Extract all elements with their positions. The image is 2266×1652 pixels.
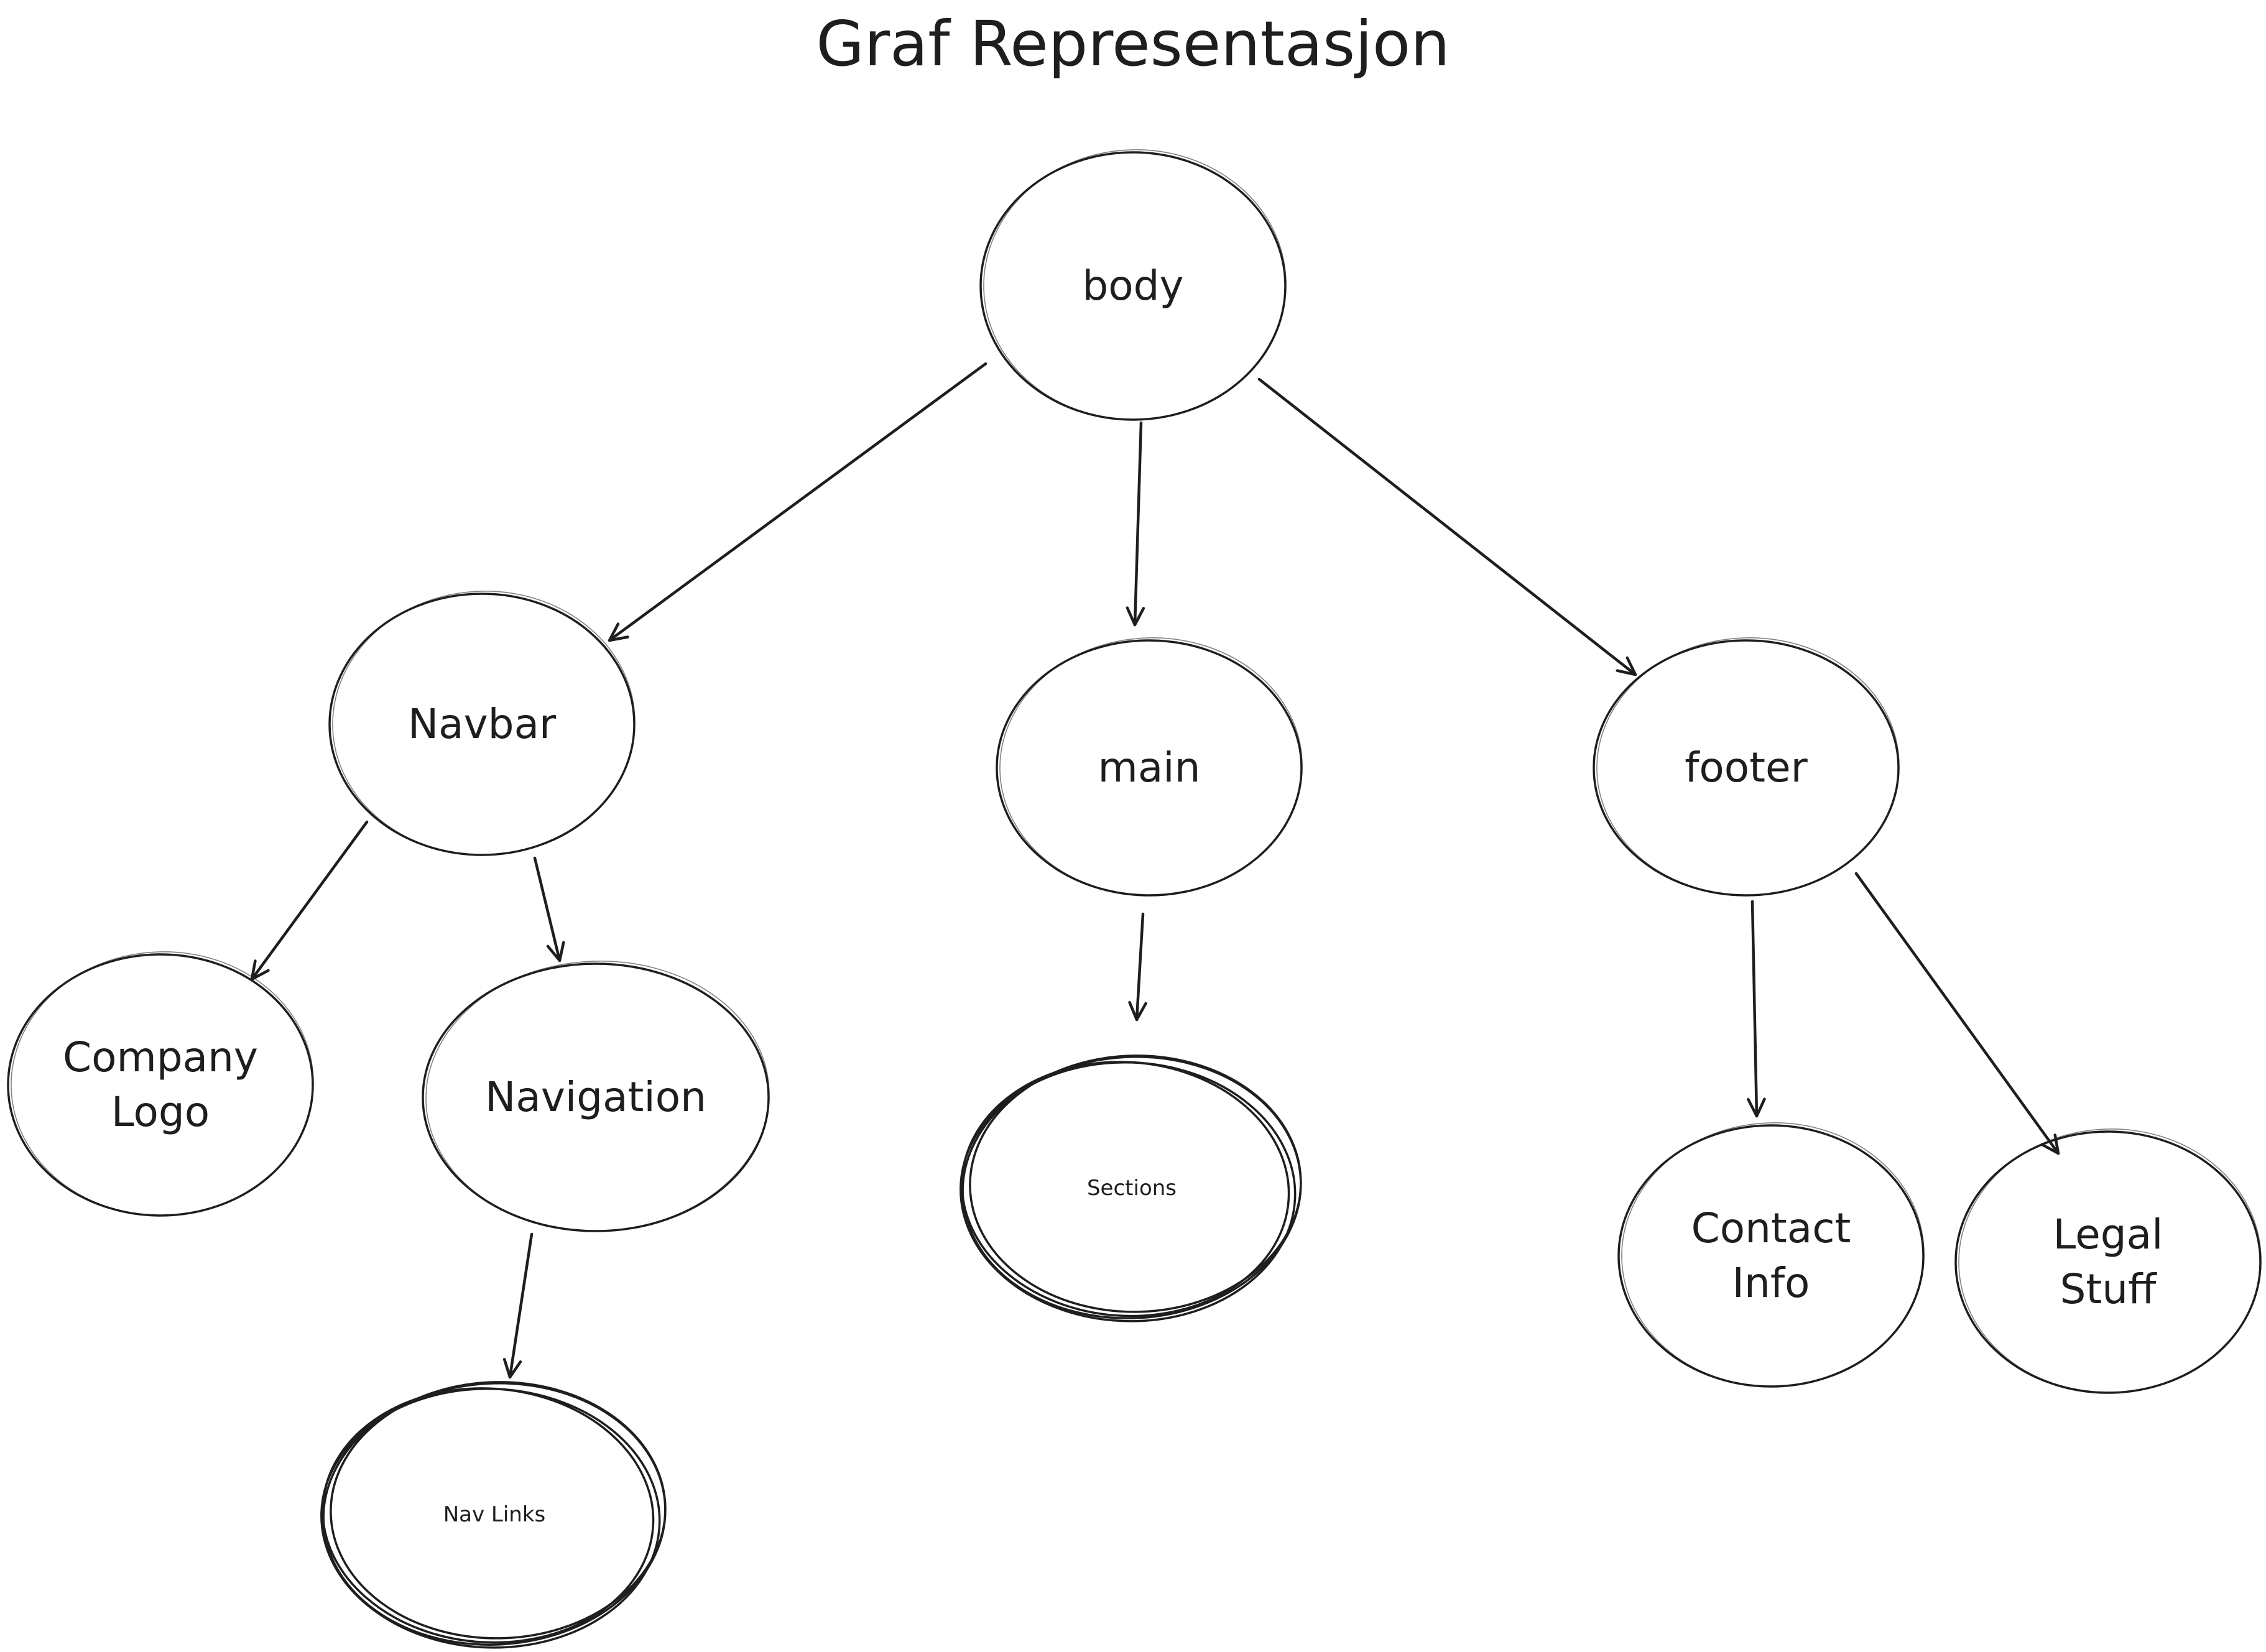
node-label: Info (1732, 1259, 1810, 1307)
arrowhead (1126, 606, 1145, 627)
edge-navbar-to-company-logo (250, 820, 369, 981)
node-footer: footer (1593, 637, 1900, 897)
node-body: body (979, 149, 1287, 421)
edge-line (1257, 377, 1637, 676)
edge-body-to-navbar (608, 362, 987, 642)
edge-line (1750, 900, 1759, 1118)
edge-line (1135, 912, 1145, 1022)
arrowhead (546, 941, 565, 962)
node-outline (330, 1381, 667, 1640)
edge-line (508, 1232, 534, 1379)
node-label: body (1082, 262, 1183, 310)
node-main: main (996, 637, 1303, 897)
edge-footer-to-contact-info (1747, 900, 1766, 1118)
node-label: Navbar (408, 700, 557, 748)
arrowhead (1616, 656, 1637, 676)
node-outline-sketch (11, 951, 314, 1216)
node-navigation: Navigation (422, 961, 770, 1232)
arrowhead (1128, 1001, 1147, 1022)
edge-main-to-sections (1128, 912, 1147, 1022)
node-sections: Sections (960, 1054, 1302, 1322)
node-outline (321, 1387, 655, 1644)
node-label: Nav Links (443, 1502, 546, 1527)
node-outline-sketch (1596, 637, 1900, 896)
node-label: Company (63, 1033, 258, 1081)
edge-line (533, 856, 562, 962)
edge-navbar-to-navigation (533, 856, 565, 962)
node-outline-sketch (1958, 1128, 2262, 1393)
node-label: main (1098, 744, 1201, 791)
node-navbar: Navbar (328, 591, 636, 856)
node-label: Stuff (2060, 1265, 2157, 1313)
node-outline (969, 1054, 1302, 1313)
node-nav-links: Nav Links (320, 1381, 667, 1649)
node-outline-sketch (999, 637, 1303, 896)
edge-line (608, 362, 987, 642)
node-outline-sketch (332, 591, 636, 856)
node-label: Logo (111, 1088, 210, 1136)
node-outline-sketch (425, 961, 770, 1232)
node-label: Contact (1691, 1204, 1851, 1252)
node-label: footer (1685, 744, 1808, 791)
edge-line (250, 820, 369, 981)
edge-body-to-main (1126, 421, 1145, 627)
edge-footer-to-legal-stuff (1854, 872, 2060, 1155)
node-label: Navigation (485, 1073, 706, 1121)
node-outline (961, 1061, 1290, 1317)
edge-line (1854, 872, 2060, 1155)
arrowhead (608, 622, 629, 642)
edge-body-to-footer (1257, 377, 1637, 676)
edge-navigation-to-nav-links (502, 1232, 534, 1379)
node-outline-sketch (1621, 1122, 1925, 1387)
arrowhead (1747, 1097, 1766, 1118)
node-label: Legal (2053, 1211, 2163, 1258)
edges-layer (250, 362, 2060, 1379)
edge-line (1133, 421, 1143, 627)
node-label: Sections (1087, 1176, 1177, 1201)
node-outline-sketch (983, 149, 1287, 420)
arrowhead (2040, 1133, 2060, 1155)
arrowhead (502, 1358, 522, 1379)
diagram-title: Graf Representasjon (816, 7, 1450, 80)
